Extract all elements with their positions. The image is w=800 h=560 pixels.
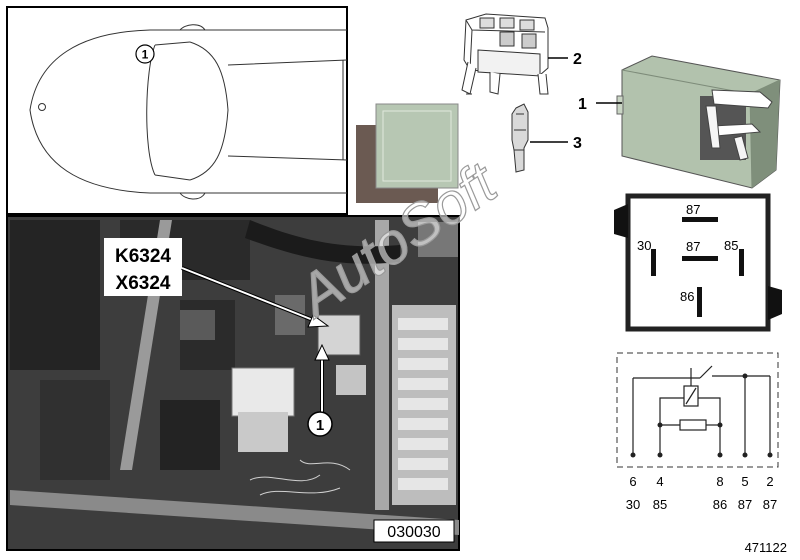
circuit-terminal: 87 (738, 497, 752, 512)
pin-86 (697, 287, 702, 317)
photo-callout-number: 1 (316, 417, 324, 434)
relay-pin-face: 87 30 87 85 86 (614, 193, 782, 332)
relay-component (616, 55, 781, 189)
circuit-position: 4 (656, 474, 663, 489)
circuit-position: 6 (629, 474, 636, 489)
photo-callout-circle (307, 411, 333, 437)
photo-relay-white (231, 367, 295, 417)
circuit-position: 2 (766, 474, 773, 489)
photo-panel: K6324 X6324 1 030030 (6, 215, 460, 551)
ref-code-text: 030030 (387, 524, 440, 541)
pin-label-left: 30 (637, 238, 651, 253)
label-leader-arrow (181, 266, 330, 328)
photo-label-line2: X6324 (116, 273, 171, 294)
car-view-panel: 1 (6, 6, 348, 215)
pin-label-center: 87 (686, 239, 700, 254)
pin-87-center (682, 256, 718, 261)
pin-label-right: 85 (724, 238, 738, 253)
circuit-terminal: 86 (713, 497, 727, 512)
circuit-terminal: 30 (626, 497, 640, 512)
relay-callout-number: 1 (578, 96, 587, 113)
car-callout-circle (135, 44, 155, 64)
terminal-pin (511, 103, 529, 173)
terminal-callout-number: 3 (573, 135, 582, 152)
photo-label-box (104, 238, 182, 296)
circuit-schematic: 6 4 8 5 2 30 85 86 87 87 (616, 352, 779, 512)
car-callout-number: 1 (142, 48, 149, 62)
pin-87-top (682, 217, 718, 222)
pin-label-bottom: 86 (680, 289, 694, 304)
diagram-id: 471122 (745, 540, 787, 555)
pin-30 (651, 249, 656, 276)
socket-callout-number: 2 (573, 51, 582, 68)
label-sheet (356, 103, 459, 203)
pin-85 (739, 249, 744, 276)
circuit-position: 5 (741, 474, 748, 489)
ref-code-box (373, 519, 455, 543)
fuse-block (392, 305, 456, 505)
photo-relay-target (317, 314, 361, 356)
relay-socket (461, 13, 549, 95)
photo-label-line1: K6324 (115, 246, 171, 267)
pin-label-top: 87 (686, 202, 700, 217)
circuit-terminal: 87 (763, 497, 777, 512)
photo-callout-arrow (314, 343, 330, 412)
circuit-terminal: 85 (653, 497, 667, 512)
circuit-position: 8 (716, 474, 723, 489)
